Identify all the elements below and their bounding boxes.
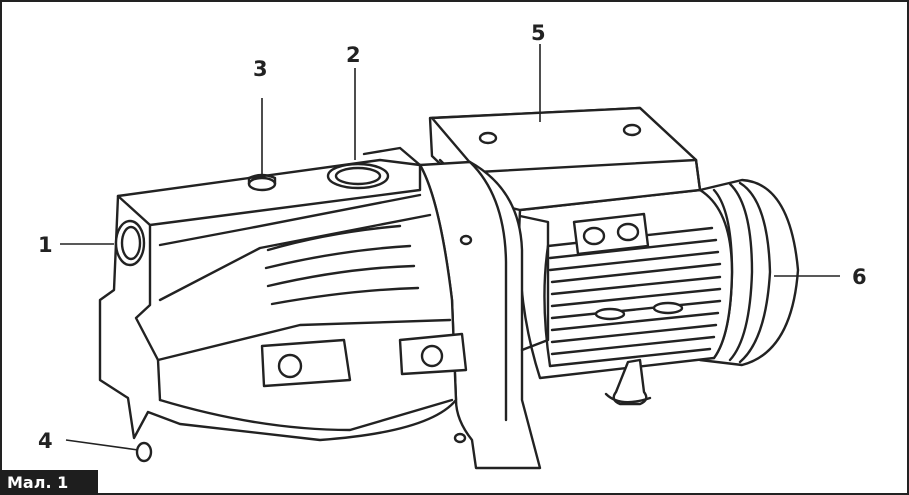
leader-line-4 bbox=[65, 439, 139, 451]
mounting-bracket bbox=[418, 160, 550, 470]
callout-3: 3 bbox=[253, 57, 268, 81]
outlet-port bbox=[326, 146, 422, 190]
callout-4: 4 bbox=[38, 429, 53, 453]
priming-plug bbox=[247, 173, 277, 192]
callout-2: 2 bbox=[346, 43, 361, 67]
callout-6: 6 bbox=[852, 265, 867, 289]
figure-caption: Мал. 1 bbox=[0, 470, 98, 495]
motor-foot bbox=[604, 358, 652, 406]
pump-casing bbox=[98, 158, 468, 463]
motor-body bbox=[517, 188, 734, 380]
callout-5: 5 bbox=[531, 21, 546, 45]
connector-block bbox=[572, 212, 650, 256]
pump-illustration bbox=[98, 106, 800, 470]
callout-1: 1 bbox=[38, 233, 53, 257]
